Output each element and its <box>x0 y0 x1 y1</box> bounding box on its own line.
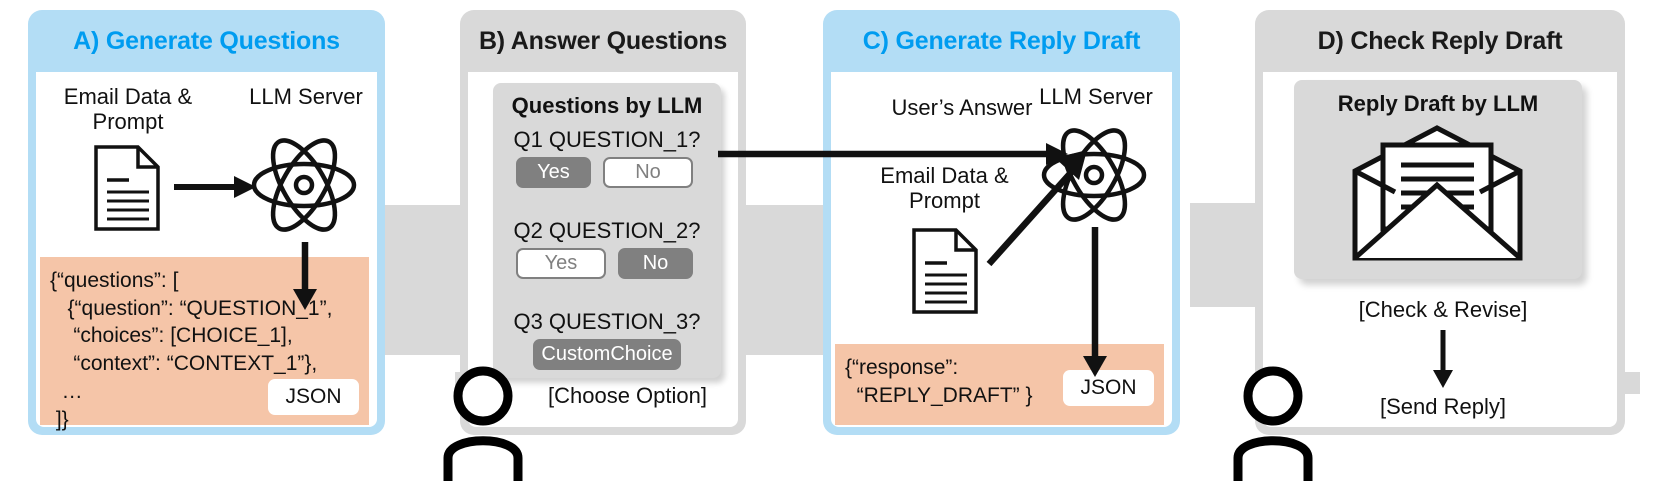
document-icon <box>912 228 978 314</box>
connector-a-to-b <box>384 205 474 355</box>
arrow-down-icon <box>1083 227 1107 377</box>
panel-a-json-badge: JSON <box>268 379 359 415</box>
questions-card: Questions by LLM Q1 QUESTION_1? Yes No Q… <box>493 83 721 378</box>
panel-c: C) Generate Reply Draft LLM Server User’… <box>823 10 1180 435</box>
panel-c-input-label: Email Data & Prompt <box>880 163 1009 214</box>
arrow-down-icon <box>293 242 317 310</box>
question-1-choice-yes[interactable]: Yes <box>516 157 591 188</box>
panel-c-json-box: {“response”: “REPLY_DRAFT” } JSON <box>835 344 1164 425</box>
question-3-choice-custom[interactable]: CustomChoice <box>533 339 681 370</box>
panel-a-title: A) Generate Questions <box>73 26 340 55</box>
panel-c-incoming-label: User’s Answer <box>891 95 1033 120</box>
atom-icon <box>1041 128 1147 222</box>
reply-draft-card-title: Reply Draft by LLM <box>1337 91 1539 116</box>
panel-a-server-label: LLM Server <box>249 84 363 109</box>
panel-c-json-badge: JSON <box>1063 370 1154 406</box>
question-2-choice-no[interactable]: No <box>618 248 693 279</box>
arrow-diagonal-icon <box>986 150 1087 267</box>
question-1-choice-no[interactable]: No <box>603 157 693 188</box>
question-2-text: Q2 QUESTION_2? <box>513 218 701 243</box>
panel-d-step-label: [Check & Revise] <box>1358 297 1528 322</box>
atom-icon <box>251 138 357 232</box>
arrow-down-icon <box>1433 330 1453 388</box>
arrow-right-icon <box>718 143 1068 165</box>
panel-d-body: Reply Draft by LLM [Check & Revise] <box>1263 72 1617 427</box>
person-icon <box>443 366 523 481</box>
question-1-text: Q1 QUESTION_1? <box>513 127 701 152</box>
questions-card-title: Questions by LLM <box>511 93 703 118</box>
panel-a-json-box: {“questions”: [ {“question”: “QUESTION_1… <box>40 257 369 431</box>
connector-b-to-c <box>738 205 833 355</box>
arrow-right-icon <box>174 176 256 198</box>
panel-a: A) Generate Questions Email Data & Promp… <box>28 10 385 435</box>
document-icon <box>94 145 160 231</box>
envelope-icon <box>1352 125 1523 261</box>
panel-a-json-text: {“questions”: [ {“question”: “QUESTION_1… <box>50 269 333 431</box>
panel-b: B) Answer Questions Questions by LLM Q1 … <box>460 10 746 435</box>
panel-c-json-text: {“response”: “REPLY_DRAFT” } <box>845 356 1033 407</box>
panel-c-title: C) Generate Reply Draft <box>862 26 1141 55</box>
panel-c-server-label: LLM Server <box>1039 84 1153 109</box>
panel-d-title: D) Check Reply Draft <box>1317 26 1563 55</box>
question-2-choice-yes[interactable]: Yes <box>516 248 606 279</box>
panel-d: D) Check Reply Draft Reply Draft by LLM <box>1255 10 1625 435</box>
panel-a-input-label: Email Data & Prompt <box>63 84 193 135</box>
person-icon <box>1233 366 1313 481</box>
panel-b-title: B) Answer Questions <box>478 26 728 55</box>
reply-draft-card: Reply Draft by LLM <box>1294 80 1582 279</box>
panel-b-action-label: [Choose Option] <box>548 383 707 408</box>
panel-d-result-label: [Send Reply] <box>1380 394 1506 419</box>
question-3-text: Q3 QUESTION_3? <box>513 309 701 334</box>
